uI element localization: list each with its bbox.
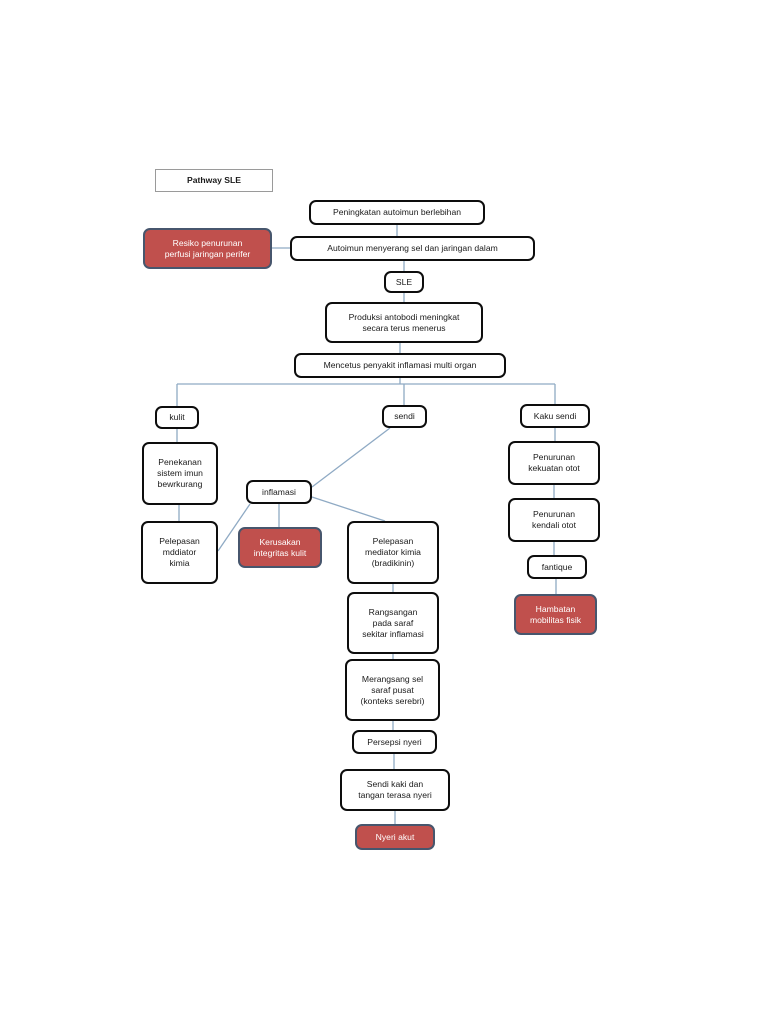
node-sle: SLE (384, 271, 424, 293)
node-title: Pathway SLE (155, 169, 273, 192)
node-persepsi: Persepsi nyeri (352, 730, 437, 754)
connector-inflamasi-to-pelep_r (311, 496, 386, 522)
node-pelep_r: Pelepasan mediator kimia (bradikinin) (347, 521, 439, 584)
node-n1: Peningkatan autoimun berlebihan (309, 200, 485, 225)
node-fantique: fantique (527, 555, 587, 579)
node-inflamasi: inflamasi (246, 480, 312, 504)
node-n2: Autoimun menyerang sel dan jaringan dala… (290, 236, 535, 261)
node-risk: Resiko penurunan perfusi jaringan perife… (143, 228, 272, 269)
node-kaku: Kaku sendi (520, 404, 590, 428)
node-nyeri: Nyeri akut (355, 824, 435, 850)
connector-sendi-to-inflamasi (311, 427, 391, 488)
node-merangsang: Merangsang sel saraf pusat (konteks sere… (345, 659, 440, 721)
node-n3: Produksi antobodi meningkat secara terus… (325, 302, 483, 343)
node-sendi: sendi (382, 405, 427, 428)
node-penur_kek: Penurunan kekuatan otot (508, 441, 600, 485)
node-pelep_l: Pelepasan mddiator kimia (141, 521, 218, 584)
node-penekanan: Penekanan sistem imun bewrkurang (142, 442, 218, 505)
node-penur_ken: Penurunan kendali otot (508, 498, 600, 542)
node-n4: Mencetus penyakit inflamasi multi organ (294, 353, 506, 378)
node-hambatan: Hambatan mobilitas fisik (514, 594, 597, 635)
node-rangsangan: Rangsangan pada saraf sekitar inflamasi (347, 592, 439, 654)
node-kerusakan: Kerusakan integritas kulit (238, 527, 322, 568)
node-sendikaki: Sendi kaki dan tangan terasa nyeri (340, 769, 450, 811)
node-kulit: kulit (155, 406, 199, 429)
